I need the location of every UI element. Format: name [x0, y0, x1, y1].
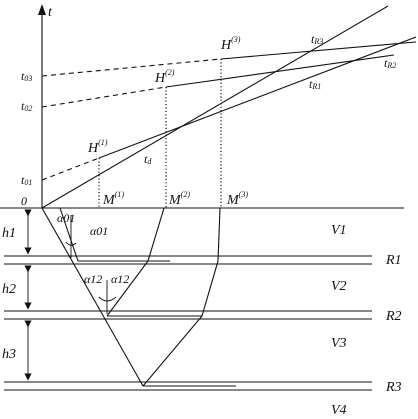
- r2-line: [165, 54, 395, 88]
- v1-label: V1: [331, 223, 347, 238]
- alpha01-left-label: α01: [57, 211, 75, 225]
- t01-label: t01: [21, 173, 32, 187]
- ray-source: [41, 207, 144, 387]
- h1-thickness-label: h1: [2, 226, 16, 241]
- r1-dashed-extension: [41, 157, 100, 181]
- t-axis-label: t: [48, 5, 53, 20]
- v4-label: V4: [331, 403, 347, 418]
- h2-point-label: H(2): [154, 68, 175, 86]
- t02-label: t02: [21, 99, 32, 113]
- tr2-label: tR2: [384, 56, 396, 70]
- tr1-label: tR1: [309, 77, 321, 91]
- r1-line: [98, 36, 417, 159]
- h1-point-label: H(1): [87, 138, 108, 156]
- h3-point-label: H(3): [220, 35, 241, 53]
- ray-r3-right: [142, 207, 221, 387]
- m1-point-label: M(1): [102, 190, 124, 208]
- r3-dashed-extension: [41, 58, 222, 77]
- r2-dashed-extension: [41, 86, 167, 108]
- r2-label: R2: [385, 309, 402, 324]
- t03-label: t03: [21, 69, 32, 83]
- h3-thickness-label: h3: [2, 347, 16, 362]
- v2-label: V2: [331, 279, 347, 294]
- m2-point-label: M(2): [168, 190, 190, 208]
- angle-arc-a01: [65, 241, 77, 246]
- td-label: td: [144, 152, 152, 166]
- ray-r1-left: [59, 207, 79, 262]
- tr3-label: tR3: [311, 32, 323, 46]
- direct-wave-line: [41, 5, 389, 209]
- angle-arc-a12: [98, 296, 117, 302]
- r3-label: R3: [385, 380, 402, 395]
- t-axis-arrowhead: [38, 4, 46, 15]
- alpha01-right-label: α01: [90, 224, 108, 238]
- m3-point-label: M(3): [226, 190, 248, 208]
- alpha12-left-label: α12: [84, 272, 102, 286]
- r1-label: R1: [385, 253, 402, 268]
- r3-line: [220, 41, 417, 60]
- h2-thickness-label: h2: [2, 282, 16, 297]
- origin-label: 0: [21, 194, 27, 208]
- alpha12-right-label: α12: [111, 272, 129, 286]
- ray-r2-right: [106, 207, 165, 317]
- v3-label: V3: [331, 336, 347, 351]
